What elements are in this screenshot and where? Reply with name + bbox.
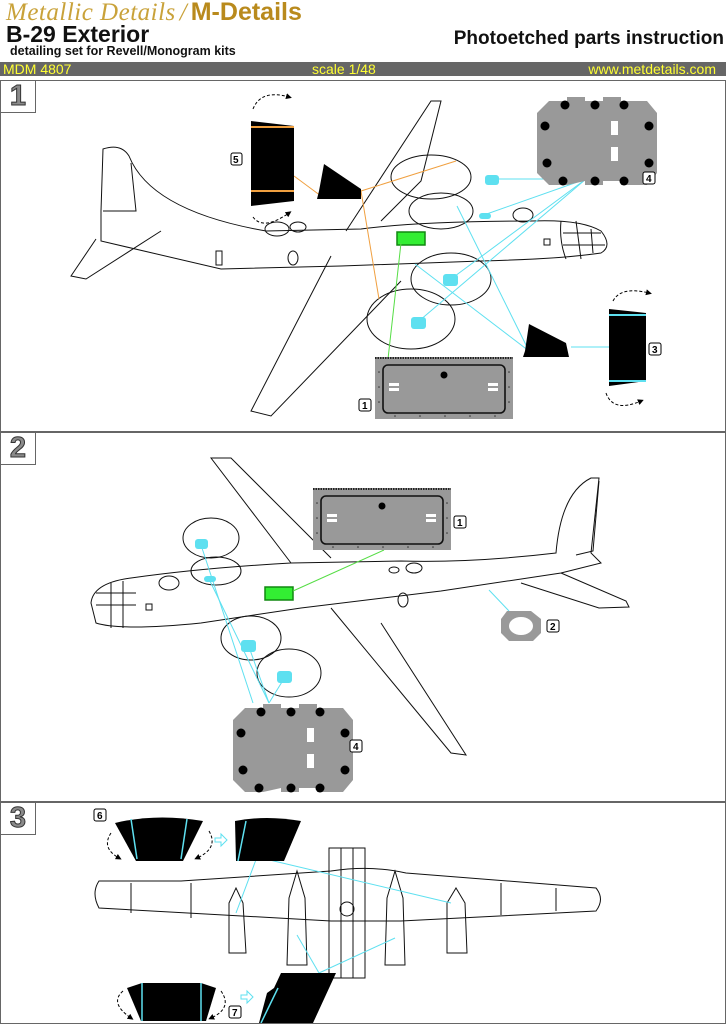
- brand-name: M-Details: [190, 0, 302, 26]
- cyan-guide-lines-3: [235, 856, 452, 974]
- part-4-plate: [233, 704, 353, 793]
- highlight-bomb-bay: [264, 586, 294, 601]
- green-guide-line: [387, 242, 402, 360]
- part-4-label: 4: [642, 171, 656, 185]
- svg-text:4: 4: [353, 742, 359, 753]
- step-3-drawing: 6 7: [93, 808, 601, 1023]
- aircraft-side-view-1: [70, 100, 608, 417]
- cyan-guide-lines-1: [414, 178, 609, 352]
- green-guide-line: [292, 549, 385, 592]
- part-7-label: 7: [228, 1005, 242, 1019]
- part-6-label: 6: [93, 808, 107, 822]
- step-2-panel: 2 1 2: [0, 432, 726, 802]
- svg-text:2: 2: [550, 622, 556, 633]
- cyan-guide-lines-2: [200, 544, 510, 704]
- svg-text:7: 7: [232, 1008, 238, 1019]
- step-3-badge: 3: [1, 802, 36, 835]
- brand-script-text: Metallic Details: [6, 0, 176, 26]
- product-code: MDM 4807: [3, 61, 72, 77]
- step-1-panel: 1: [0, 80, 726, 432]
- part-7-strip: [117, 973, 336, 1023]
- part-1-panel: [312, 487, 452, 551]
- svg-text:3: 3: [652, 345, 658, 356]
- step-2-drawing: 1 2 4: [90, 457, 630, 793]
- page-subtitle: detailing set for Revell/Monogram kits: [10, 44, 236, 58]
- svg-text:4: 4: [646, 174, 652, 185]
- part-5-window: [251, 93, 361, 224]
- brand-separator: /: [179, 0, 187, 26]
- svg-text:6: 6: [97, 811, 103, 822]
- cyan-engine-spots: [411, 175, 499, 329]
- page-title: B-29 Exterior: [6, 21, 150, 47]
- aircraft-wing-top-view: [94, 847, 601, 979]
- step-3-panel: 3 6: [0, 802, 726, 1024]
- svg-text:1: 1: [457, 518, 463, 529]
- highlight-bomb-bay: [396, 231, 426, 246]
- part-6-strip: [106, 817, 301, 862]
- part-4-label: 4: [349, 739, 363, 753]
- part-5-label: 5: [230, 152, 243, 166]
- svg-text:1: 1: [362, 401, 368, 412]
- cyan-engine-spots: [195, 539, 292, 683]
- step-1-badge: 1: [1, 80, 36, 113]
- part-1-label: 1: [358, 398, 372, 412]
- orange-guide-lines: [293, 160, 457, 300]
- part-3-window: [523, 289, 652, 406]
- step-1-drawing: 5 4 3 1: [70, 93, 662, 420]
- scale-label: scale 1/48: [312, 61, 376, 77]
- part-2-label: 2: [546, 619, 560, 633]
- document-type: Photoetched parts instruction: [453, 28, 724, 49]
- website-link[interactable]: www.metdetails.com: [588, 61, 716, 77]
- part-3-label: 3: [648, 342, 662, 356]
- part-2-ring: [501, 611, 541, 641]
- part-1-label: 1: [453, 515, 467, 529]
- info-bar: MDM 4807 scale 1/48 www.metdetails.com: [0, 62, 726, 76]
- part-1-panel: [374, 356, 514, 420]
- part-4-plate: [537, 97, 657, 186]
- svg-text:5: 5: [233, 155, 239, 166]
- brand-logo: Metallic Details/M-Details: [6, 0, 302, 27]
- step-2-badge: 2: [1, 432, 36, 465]
- aircraft-side-view-2: [90, 457, 630, 756]
